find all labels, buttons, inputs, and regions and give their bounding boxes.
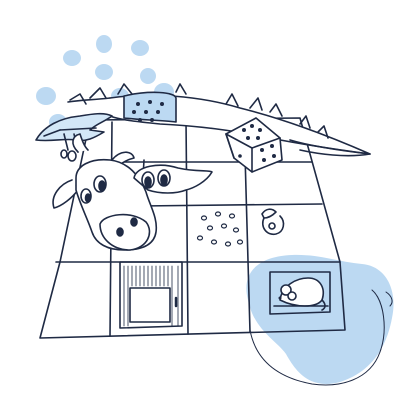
door-icon [119, 261, 183, 329]
water-puddle-icon [246, 254, 394, 386]
dragon-icon [35, 83, 371, 162]
dice-icon [225, 117, 283, 173]
cow-icon [52, 133, 158, 251]
cow-eyes-icon [133, 164, 213, 194]
dots-pattern [196, 211, 244, 247]
mouse-icon [269, 271, 331, 315]
key-icon [261, 208, 285, 236]
